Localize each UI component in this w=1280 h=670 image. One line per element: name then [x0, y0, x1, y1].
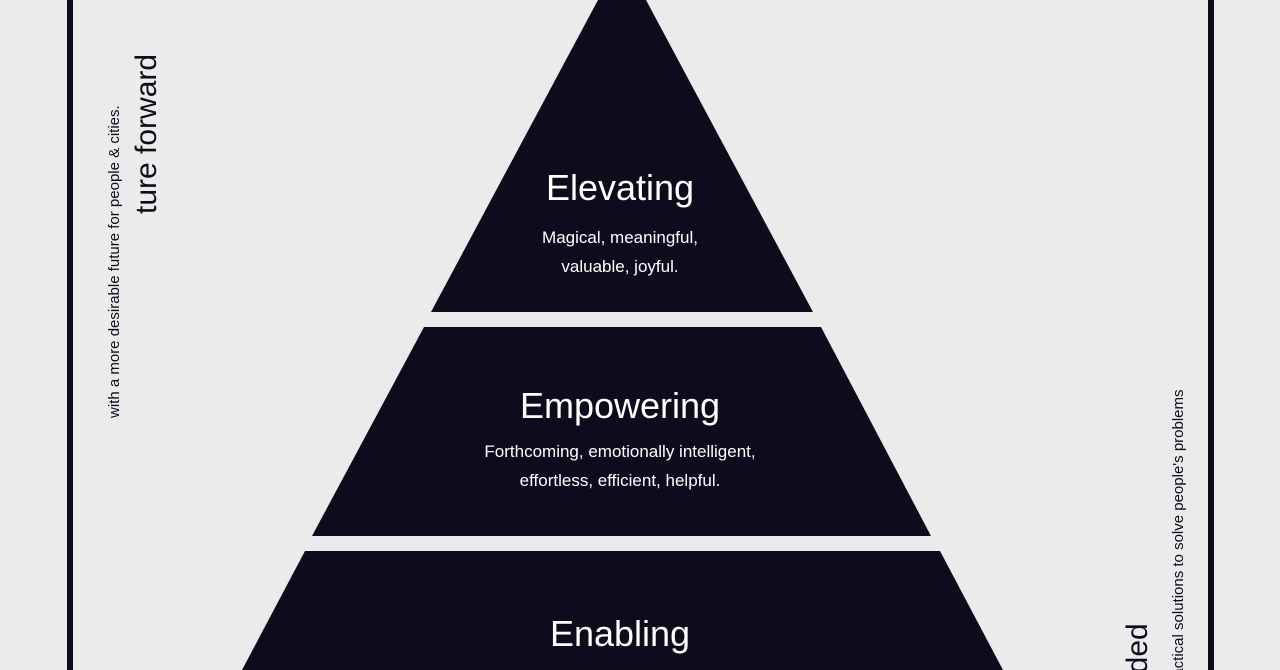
tier-title-elevating: Elevating — [545, 167, 695, 208]
left-frame-line — [67, 0, 73, 670]
tier-title-empowering: Empowering — [519, 385, 721, 426]
tier-title-enabling: Enabling — [549, 613, 691, 654]
tier-description-elevating: Magical, meaningful, valuable, joyful. — [0, 223, 1240, 281]
tier-description-line: Magical, meaningful, — [542, 228, 698, 247]
right-frame-line — [1208, 0, 1214, 670]
tier-description-line: Forthcoming, emotionally intelligent, — [484, 442, 756, 461]
pyramid-tier-enabling — [242, 551, 1003, 670]
tier-description-line: valuable, joyful. — [561, 257, 679, 276]
tier-description-line: effortless, efficient, helpful. — [519, 471, 721, 490]
tier-description-empowering: Forthcoming, emotionally intelligent, ef… — [0, 437, 1240, 495]
pyramid-tier-elevating — [431, 0, 813, 312]
pyramid-tier-empowering — [312, 327, 931, 536]
